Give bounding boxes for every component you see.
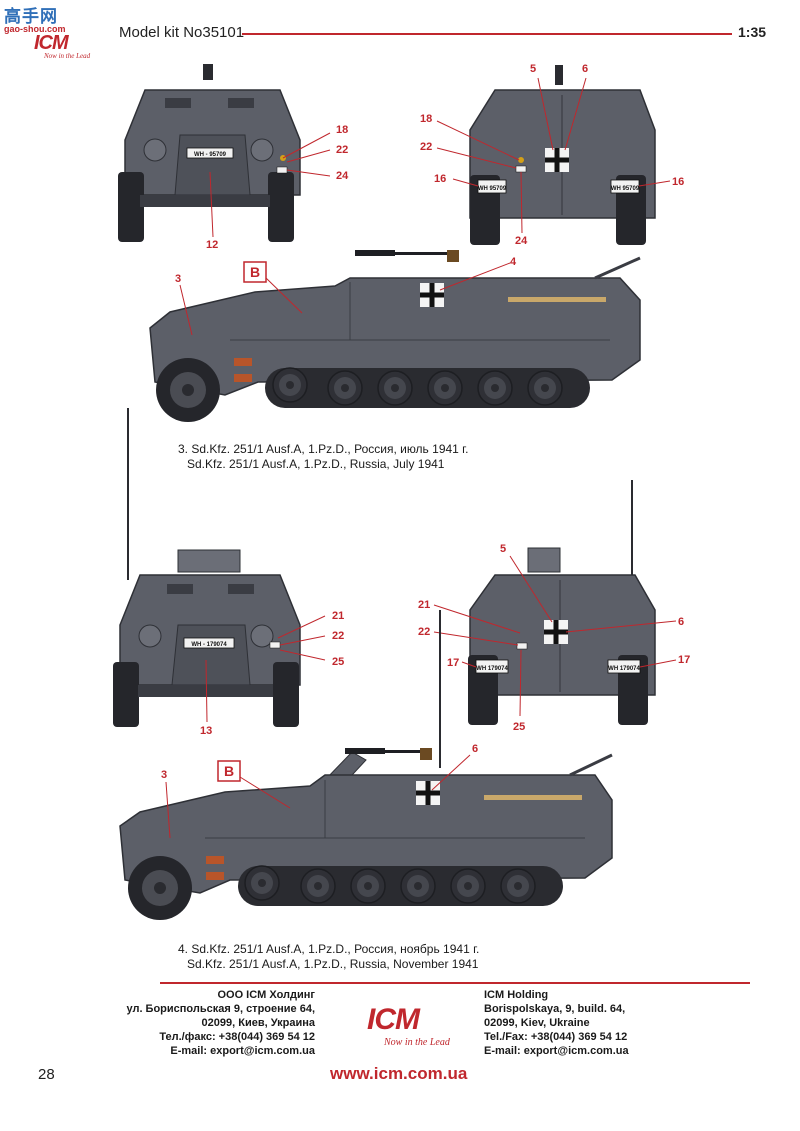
callout-4: 4: [510, 256, 517, 268]
callout-17: 17: [678, 654, 690, 666]
caption-3-line1: 3. Sd.Kfz. 251/1 Ausf.A, 1.Pz.D., Россия…: [178, 442, 469, 456]
watermark-url: gao-shou.com: [4, 24, 66, 34]
watermark-icm-logo: ICM: [34, 32, 69, 54]
footer-address-en: ICM Holding Borispolskaya, 9, build. 64,…: [484, 988, 744, 1058]
callout-5: 5: [500, 543, 506, 555]
header-divider: [242, 33, 732, 35]
callout-3: 3: [175, 273, 181, 285]
rear-plate-2-right: WH 179074: [608, 666, 640, 672]
callout-24: 24: [515, 235, 528, 247]
rear-plate-2-left: WH 179074: [476, 666, 508, 672]
callout-3: 3: [161, 769, 167, 781]
callout-22: 22: [332, 630, 344, 642]
footer-en-city: 02099, Kiev, Ukraine: [484, 1017, 590, 1029]
callout-17: 17: [447, 657, 459, 669]
footer-divider: [160, 982, 750, 984]
front-plate-2: WH - 179074: [191, 642, 227, 648]
callout-18: 18: [420, 113, 432, 125]
callout-21: 21: [418, 599, 430, 611]
footer-icm-logo: ICM: [367, 1003, 420, 1036]
watermark-slogan: Now in the Lead: [44, 52, 91, 60]
footer-slogan: Now in the Lead: [384, 1037, 450, 1048]
scale-label: 1:35: [738, 24, 767, 40]
scheme-caption-3: 3. Sd.Kfz. 251/1 Ausf.A, 1.Pz.D., Россия…: [178, 442, 468, 472]
caption-4-line1: 4. Sd.Kfz. 251/1 Ausf.A, 1.Pz.D., Россия…: [178, 942, 480, 956]
callout-6: 6: [472, 743, 478, 755]
watermark-hanzi: 高手网: [4, 7, 58, 27]
footer-en-street: Borispolskaya, 9, build. 64,: [484, 1003, 626, 1015]
vehicle-rear-view-2: WH 179074 WH 179074: [468, 480, 656, 725]
marker-b: B: [224, 763, 234, 779]
callout-22: 22: [336, 144, 348, 156]
rear-callouts-2: 5 6 21 22 17 17 25: [418, 543, 690, 733]
callout-13: 13: [200, 725, 212, 737]
marker-b: B: [250, 264, 260, 280]
front-callouts-2: 21 22 25 13: [200, 610, 344, 737]
vehicle-side-view-2: B: [119, 610, 613, 920]
footer-ru-street: ул. Бориспольская 9, строение 64,: [126, 1003, 315, 1015]
footer-ru-phone: Тел./факс: +38(044) 369 54 12: [159, 1031, 315, 1043]
callout-25: 25: [332, 656, 344, 668]
scheme-caption-4: 4. Sd.Kfz. 251/1 Ausf.A, 1.Pz.D., Россия…: [178, 942, 479, 972]
vehicle-side-view-1: B: [127, 250, 641, 570]
caption-3-line2: Sd.Kfz. 251/1 Ausf.A, 1.Pz.D., Russia, J…: [187, 457, 445, 471]
callout-16: 16: [434, 173, 446, 185]
rear-plate-1-left: WH 95709: [478, 186, 507, 192]
front-callouts-1: 18 22 24 12: [206, 124, 349, 251]
vehicle-front-view-2: WH - 179074: [113, 549, 301, 727]
callout-25: 25: [513, 721, 525, 733]
rear-callouts-1: 5 6 18 22 16 16 24: [420, 63, 684, 247]
callout-16: 16: [672, 176, 684, 188]
footer-address-ru: ООО ICM Холдинг ул. Бориспольская 9, стр…: [60, 988, 315, 1058]
side-callouts-2: 3 6: [161, 743, 478, 839]
footer-ru-city: 02099, Киев, Украина: [201, 1017, 315, 1029]
callout-22: 22: [420, 141, 432, 153]
callout-18: 18: [336, 124, 348, 136]
footer-ru-company: ООО ICM Холдинг: [217, 989, 315, 1001]
side-callouts-1: 3 4: [175, 256, 517, 336]
callout-6: 6: [582, 63, 588, 75]
callout-24: 24: [336, 170, 349, 182]
website-link[interactable]: www.icm.com.ua: [330, 1064, 468, 1083]
vehicle-rear-view-1: WH 95709 WH 95709: [469, 65, 656, 245]
callout-5: 5: [530, 63, 536, 75]
callout-22: 22: [418, 626, 430, 638]
kit-title: Model kit No35101: [119, 24, 245, 41]
footer-en-phone: Tel./Fax: +38(044) 369 54 12: [484, 1031, 628, 1043]
watermark-logo: 高手网 gao-shou.com ICM Now in the Lead: [4, 2, 100, 64]
callout-12: 12: [206, 239, 218, 251]
page-number: 28: [38, 1066, 55, 1083]
rear-plate-1-right: WH 95709: [611, 186, 640, 192]
footer-en-company: ICM Holding: [484, 989, 549, 1001]
callout-6: 6: [678, 616, 684, 628]
caption-4-line2: Sd.Kfz. 251/1 Ausf.A, 1.Pz.D., Russia, N…: [187, 957, 479, 971]
callout-21: 21: [332, 610, 344, 622]
vehicle-front-view-1: WH - 95709: [118, 64, 301, 242]
footer-en-email: E-mail: export@icm.com.ua: [484, 1045, 629, 1057]
front-plate-1: WH - 95709: [194, 152, 227, 158]
footer-ru-email: E-mail: export@icm.com.ua: [170, 1045, 315, 1057]
